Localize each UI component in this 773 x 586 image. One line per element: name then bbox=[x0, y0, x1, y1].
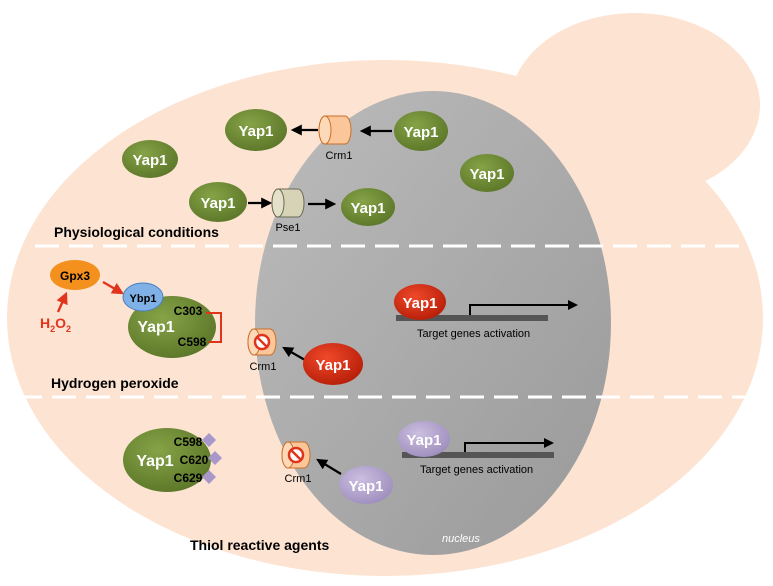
crm1-blocked-thiol bbox=[281, 441, 311, 469]
svg-text:Ybp1: Ybp1 bbox=[130, 293, 157, 305]
svg-text:C598: C598 bbox=[178, 335, 207, 349]
crm1-exporter-top bbox=[318, 115, 352, 145]
thiol-modification-1 bbox=[202, 433, 216, 447]
svg-text:C629: C629 bbox=[174, 471, 203, 485]
arrow-yap1-to-crm1-h2o2 bbox=[282, 346, 306, 361]
yap1-oxidized: Yap1 C303 C598 bbox=[128, 296, 216, 358]
gpx3-protein: Gpx3 bbox=[50, 260, 100, 290]
dna-strand-thiol bbox=[402, 452, 554, 458]
thiol-modification-2 bbox=[208, 451, 222, 465]
section-label-hydrogen-peroxide: Hydrogen peroxide bbox=[51, 375, 179, 391]
nucleus-label: nucleus bbox=[442, 533, 480, 545]
svg-text:Yap1: Yap1 bbox=[136, 453, 173, 470]
target-genes-label-thiol: Target genes activation bbox=[420, 464, 533, 476]
yap1-cytoplasm-import: Yap1 bbox=[189, 182, 247, 222]
disulfide-bond bbox=[206, 312, 222, 343]
thiol-modification-3 bbox=[202, 470, 216, 484]
yap1-nucleus-top: Yap1 bbox=[394, 111, 448, 151]
nucleus bbox=[255, 91, 611, 555]
svg-text:C620: C620 bbox=[180, 453, 209, 467]
yap1-nucleus-imported: Yap1 bbox=[341, 188, 395, 226]
svg-text:Yap1: Yap1 bbox=[350, 200, 385, 217]
yap1-cytoplasm-export: Yap1 bbox=[225, 109, 287, 151]
svg-text:C598: C598 bbox=[174, 435, 203, 449]
svg-text:Yap1: Yap1 bbox=[402, 295, 437, 312]
crm1-label-thiol: Crm1 bbox=[285, 473, 312, 485]
yap1-active-purple-dna: Yap1 bbox=[398, 421, 450, 457]
transcription-arrow-thiol bbox=[464, 438, 554, 452]
arrow-gpx3-to-ybp1 bbox=[102, 280, 125, 295]
svg-text:Yap1: Yap1 bbox=[403, 124, 438, 141]
section-label-thiol: Thiol reactive agents bbox=[190, 537, 329, 553]
dna-strand-h2o2 bbox=[396, 315, 548, 321]
svg-text:Yap1: Yap1 bbox=[137, 319, 174, 336]
h2o2-label: H2O2 bbox=[40, 315, 71, 334]
crm1-blocked-h2o2 bbox=[247, 328, 277, 356]
yap1-cytoplasm-free: Yap1 bbox=[122, 140, 178, 178]
pse1-importer bbox=[271, 188, 305, 218]
transcription-arrow-h2o2 bbox=[469, 300, 578, 315]
target-genes-label-h2o2: Target genes activation bbox=[417, 328, 530, 340]
arrow-h2o2-to-gpx3 bbox=[56, 291, 68, 313]
section-label-physiological: Physiological conditions bbox=[54, 224, 219, 240]
yap1-nucleus-right: Yap1 bbox=[460, 154, 514, 192]
svg-text:C303: C303 bbox=[174, 304, 203, 318]
svg-text:Yap1: Yap1 bbox=[200, 195, 235, 212]
svg-text:Yap1: Yap1 bbox=[348, 478, 383, 495]
svg-text:Gpx3: Gpx3 bbox=[60, 269, 90, 283]
yap1-active-red-cytoplasm: Yap1 bbox=[303, 343, 363, 385]
svg-text:Yap1: Yap1 bbox=[315, 357, 350, 374]
svg-text:Yap1: Yap1 bbox=[469, 166, 504, 183]
pse1-label: Pse1 bbox=[275, 222, 300, 234]
yap1-modified: Yap1 C598 C620 C629 bbox=[123, 428, 211, 492]
yap1-active-purple-cytoplasm: Yap1 bbox=[339, 466, 393, 504]
svg-text:Yap1: Yap1 bbox=[132, 152, 167, 169]
yap1-active-red-dna: Yap1 bbox=[394, 284, 446, 320]
ybp1-protein: Ybp1 bbox=[122, 282, 164, 312]
svg-text:Yap1: Yap1 bbox=[406, 432, 441, 449]
crm1-label-top: Crm1 bbox=[326, 150, 353, 162]
arrow-yap1-to-crm1-thiol bbox=[316, 458, 342, 475]
crm1-label-h2o2: Crm1 bbox=[250, 361, 277, 373]
svg-text:Yap1: Yap1 bbox=[238, 123, 273, 140]
